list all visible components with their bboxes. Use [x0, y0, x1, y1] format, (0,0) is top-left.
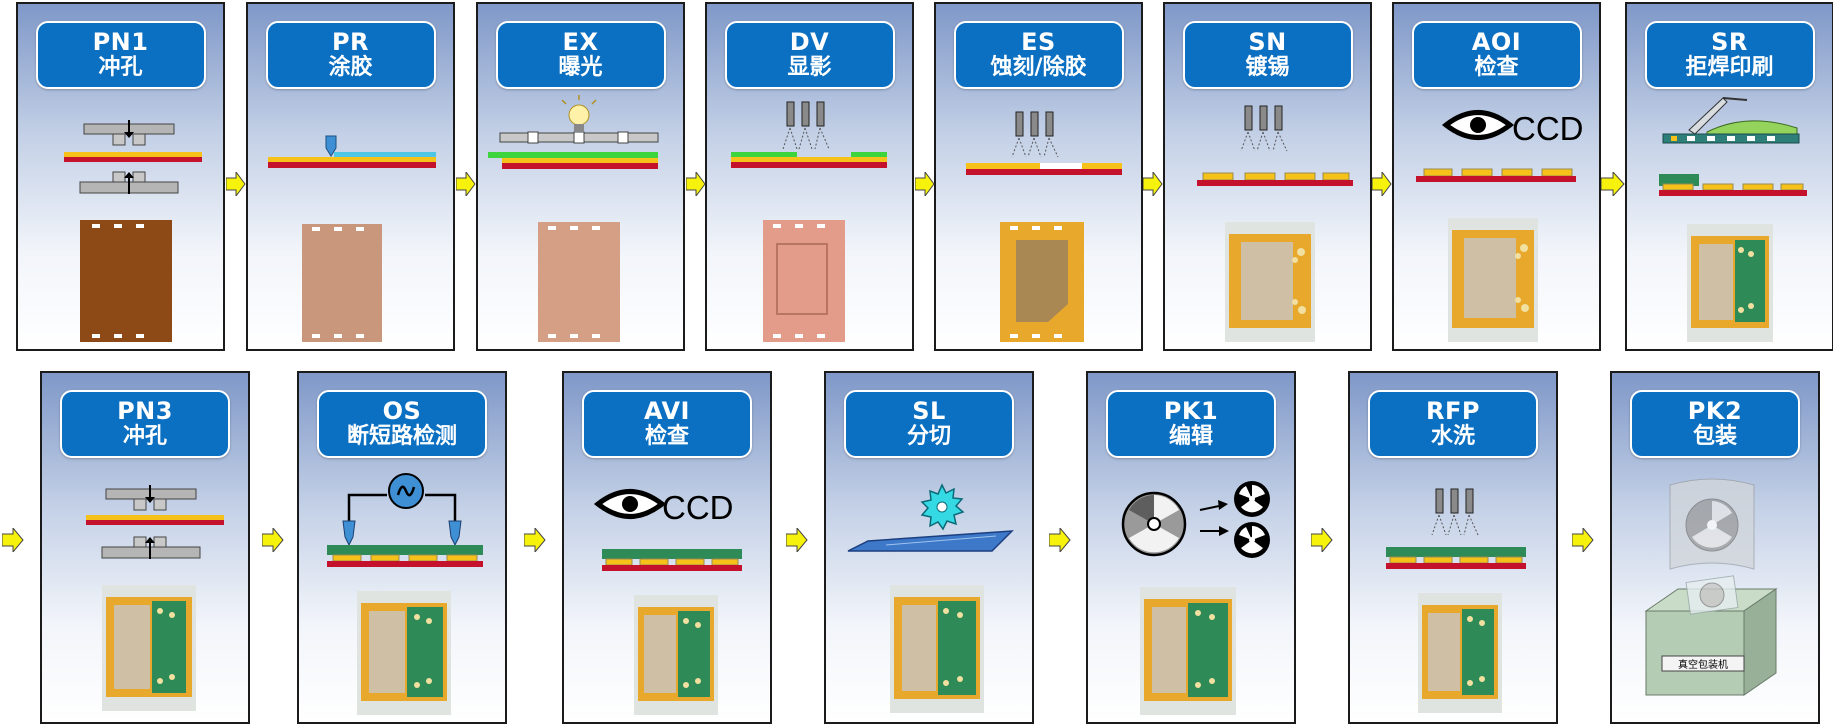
eye-icon [593, 489, 667, 519]
ccd-label: CCD [1512, 110, 1584, 147]
step-label-dv: DV 显影 [724, 21, 895, 89]
tin-plating-illustration [1197, 105, 1353, 342]
large-reel-icon [1121, 491, 1187, 557]
arrow-right-icon [786, 528, 808, 552]
step-label-avi: AVI 检查 [582, 390, 752, 458]
solder-mask-printing-illustration [1659, 97, 1807, 342]
vacuum-bag-icon [1669, 478, 1755, 570]
step-label-pr: PR 涂胶 [265, 21, 436, 89]
small-reel-icon [1234, 481, 1270, 517]
arrow-right-icon [1572, 528, 1594, 552]
step-label-pn1: PN1 冲孔 [35, 21, 206, 89]
step-label-rfp: RFP 水洗 [1368, 390, 1538, 458]
step-card-os: OS 断短路检测 [297, 371, 507, 724]
arrow-right-icon [1372, 172, 1392, 196]
tester-power-icon [388, 473, 424, 509]
step-label-es: ES 蚀刻/除胶 [953, 21, 1124, 89]
step-label-sr: SR 拒焊印刷 [1644, 21, 1815, 89]
ccd-label: CCD [662, 489, 734, 526]
packing-machine-label: 真空包装机 [1678, 658, 1728, 671]
step-card-es: ES 蚀刻/除胶 [934, 2, 1143, 351]
step-card-aoi: AOI 检查 CCD [1392, 2, 1601, 351]
punch-illustration [64, 120, 202, 342]
step-card-pn3: PN3 冲孔 [40, 371, 250, 724]
step-label-ex: EX 曝光 [495, 21, 666, 89]
arrow-right-icon [1311, 528, 1333, 552]
step-label-pk1: PK1 编辑 [1106, 390, 1276, 458]
small-reel-icon [1234, 522, 1270, 558]
step-label-pn3: PN3 冲孔 [60, 390, 230, 458]
arrow-right-icon [524, 528, 546, 552]
step-card-sl: SL 分切 [824, 371, 1034, 724]
arrow-right-icon [1143, 172, 1163, 196]
slitting-illustration [847, 483, 1014, 713]
step-card-pr: PR 涂胶 [246, 2, 455, 351]
step-card-ex: EX 曝光 [476, 2, 685, 351]
step-card-dv: DV 显影 [705, 2, 914, 351]
open-short-test-illustration [327, 473, 483, 715]
arrow-right-icon [1601, 172, 1625, 196]
arrow-right-icon [2, 528, 24, 552]
step-label-sl: SL 分切 [844, 390, 1014, 458]
step-label-aoi: AOI 检查 [1411, 21, 1582, 89]
water-wash-illustration [1386, 488, 1526, 713]
step-card-pk2: PK2 包装 真空包装机 [1610, 371, 1820, 724]
developing-illustration [731, 101, 887, 342]
punch-illustration [86, 485, 224, 711]
vacuum-packing-illustration: 真空包装机 [1644, 478, 1778, 696]
arrow-right-icon [915, 172, 935, 196]
step-card-pn1: PN1 冲孔 [16, 2, 225, 351]
packing-machine: 真空包装机 [1644, 575, 1778, 696]
reeling-illustration [1121, 481, 1270, 715]
eye-icon [1441, 110, 1515, 140]
step-card-sr: SR 拒焊印刷 [1625, 2, 1833, 351]
step-label-os: OS 断短路检测 [317, 390, 487, 458]
saw-blade-icon [920, 483, 965, 531]
etching-illustration [966, 111, 1122, 342]
arrow-right-icon [262, 528, 284, 552]
step-card-sn: SN 镀锡 [1163, 2, 1372, 351]
exposure-illustration [488, 95, 659, 342]
step-card-avi: AVI 检查 CCD [562, 371, 772, 724]
step-label-sn: SN 镀锡 [1182, 21, 1353, 89]
step-card-rfp: RFP 水洗 [1348, 371, 1558, 724]
step-label-pk2: PK2 包装 [1630, 390, 1800, 458]
arrow-right-icon [686, 172, 706, 196]
coating-illustration [268, 135, 436, 342]
step-card-pk1: PK1 编辑 [1086, 371, 1296, 724]
arrow-right-icon [226, 172, 246, 196]
avi-illustration: CCD [593, 489, 742, 715]
aoi-illustration: CCD [1416, 110, 1584, 342]
arrow-right-icon [456, 172, 476, 196]
arrow-right-icon [1049, 528, 1071, 552]
